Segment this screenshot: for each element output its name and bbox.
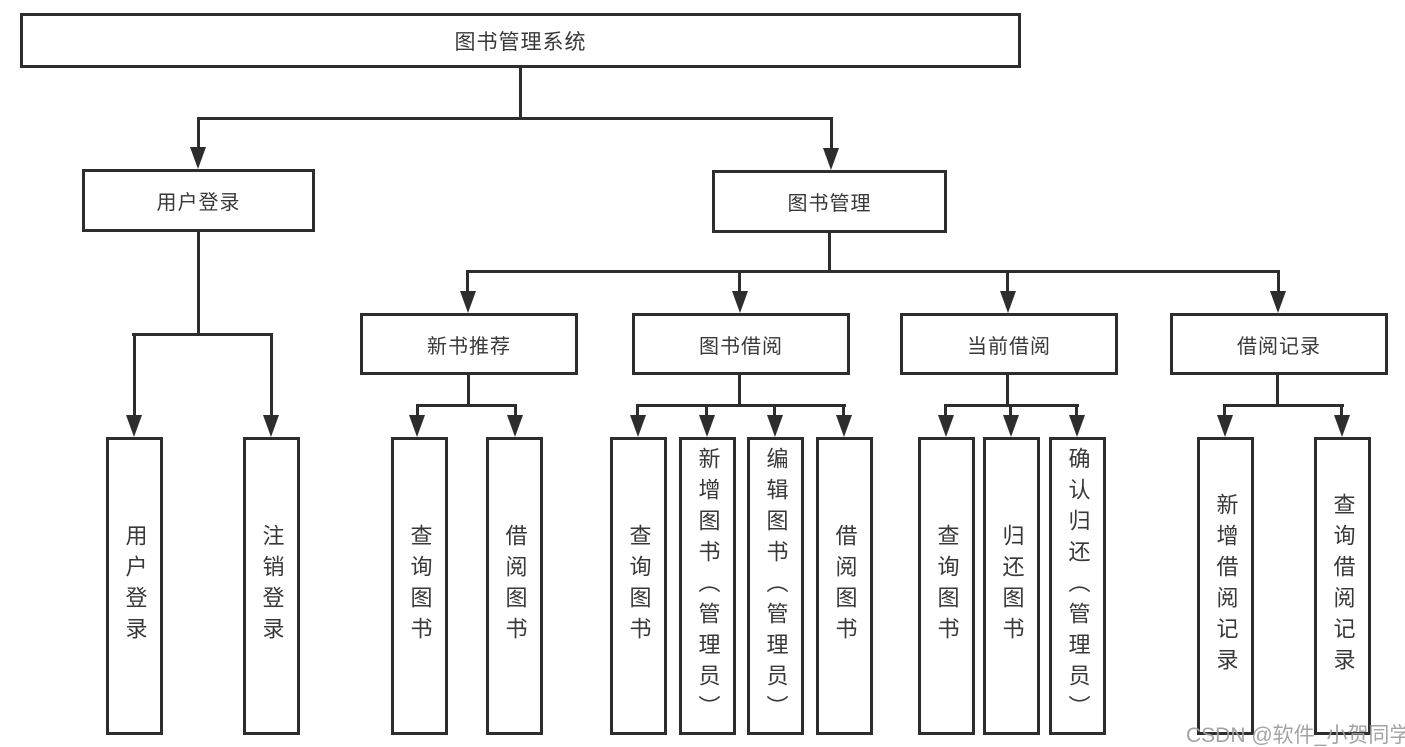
node-library-management-system: 图书管理系统 [20, 13, 1021, 68]
connector-stub [773, 404, 776, 418]
node-book-borrowing: 图书借阅 [632, 313, 850, 375]
csdn-watermark: CSDN @软件_小贺同学 [1186, 724, 1405, 747]
node-current-borrowing: 当前借阅 [900, 313, 1118, 375]
leaf-confirm-return-admin: 确认归还（管理员） [1049, 437, 1106, 735]
arrow-down-icon [126, 415, 142, 437]
connector-new-book-bar [416, 404, 517, 407]
arrow-down-icon [1270, 291, 1286, 313]
connector-current-borrow-stem [1006, 375, 1009, 407]
connector-level3-bar [466, 270, 1280, 273]
arrow-down-icon [767, 415, 783, 437]
connector-stub [944, 404, 947, 418]
connector-level2-bar [197, 117, 833, 120]
leaf-query-books-borrowing: 查询图书 [610, 437, 667, 735]
arrow-down-icon [836, 415, 852, 437]
leaf-logout: 注销登录 [243, 437, 300, 735]
leaf-query-books-recommend: 查询图书 [391, 437, 448, 735]
connector-user-login-stem [197, 232, 200, 336]
leaf-query-books-current: 查询图书 [918, 437, 975, 735]
connector-stub-book-mgmt [830, 117, 833, 151]
connector-stub [416, 404, 419, 418]
arrow-down-icon [1000, 291, 1016, 313]
leaf-add-books-admin: 新增图书（管理员） [679, 437, 736, 735]
arrow-down-icon [938, 415, 954, 437]
arrow-down-icon [823, 148, 839, 170]
leaf-borrow-books-recommend: 借阅图书 [486, 437, 543, 735]
connector-stub [1075, 404, 1078, 418]
arrow-down-icon [190, 147, 206, 169]
connector-book-borrow-bar [636, 404, 846, 407]
connector-stub [705, 404, 708, 418]
connector-stub [1223, 404, 1226, 418]
arrow-down-icon [699, 415, 715, 437]
connector-stub-book-borrow [738, 270, 741, 293]
connector-stub [514, 404, 517, 418]
arrow-down-icon [630, 415, 646, 437]
leaf-user-login: 用户登录 [106, 437, 163, 735]
node-user-login: 用户登录 [82, 169, 315, 232]
connector-book-borrow-stem [738, 375, 741, 407]
connector-stub [1340, 404, 1343, 418]
connector-stub [842, 404, 845, 418]
connector-stub-logout [270, 333, 273, 417]
leaf-return-books: 归还图书 [983, 437, 1040, 735]
arrow-down-icon [1334, 415, 1350, 437]
node-borrowing-records: 借阅记录 [1170, 313, 1388, 375]
connector-stub [636, 404, 639, 418]
connector-stub-user-login [197, 117, 200, 150]
arrow-down-icon [732, 291, 748, 313]
arrow-down-icon [460, 291, 476, 313]
connector-user-login-bar [132, 333, 273, 336]
connector-borrow-record-stem [1276, 375, 1279, 407]
leaf-add-borrow-record: 新增借阅记录 [1197, 437, 1254, 735]
arrow-down-icon [507, 415, 523, 437]
connector-stub-borrow-record [1277, 270, 1280, 293]
arrow-down-icon [409, 415, 425, 437]
connector-borrow-record-bar [1223, 404, 1344, 407]
arrow-down-icon [263, 415, 279, 437]
arrow-down-icon [1069, 415, 1085, 437]
leaf-query-borrow-record: 查询借阅记录 [1314, 437, 1371, 735]
connector-stub-login [133, 333, 136, 417]
connector-stub-new-book [466, 270, 469, 293]
leaf-borrow-books-borrowing: 借阅图书 [816, 437, 873, 735]
node-book-management: 图书管理 [712, 170, 947, 233]
arrow-down-icon [1003, 415, 1019, 437]
connector-stub-current-borrow [1006, 270, 1009, 293]
node-new-book-recommend: 新书推荐 [360, 313, 578, 375]
connector-root-stem [519, 67, 522, 119]
connector-book-mgmt-stem [828, 233, 831, 272]
connector-stub [1009, 404, 1012, 418]
arrow-down-icon [1217, 415, 1233, 437]
connector-new-book-stem [467, 375, 470, 407]
leaf-edit-books-admin: 编辑图书（管理员） [747, 437, 804, 735]
